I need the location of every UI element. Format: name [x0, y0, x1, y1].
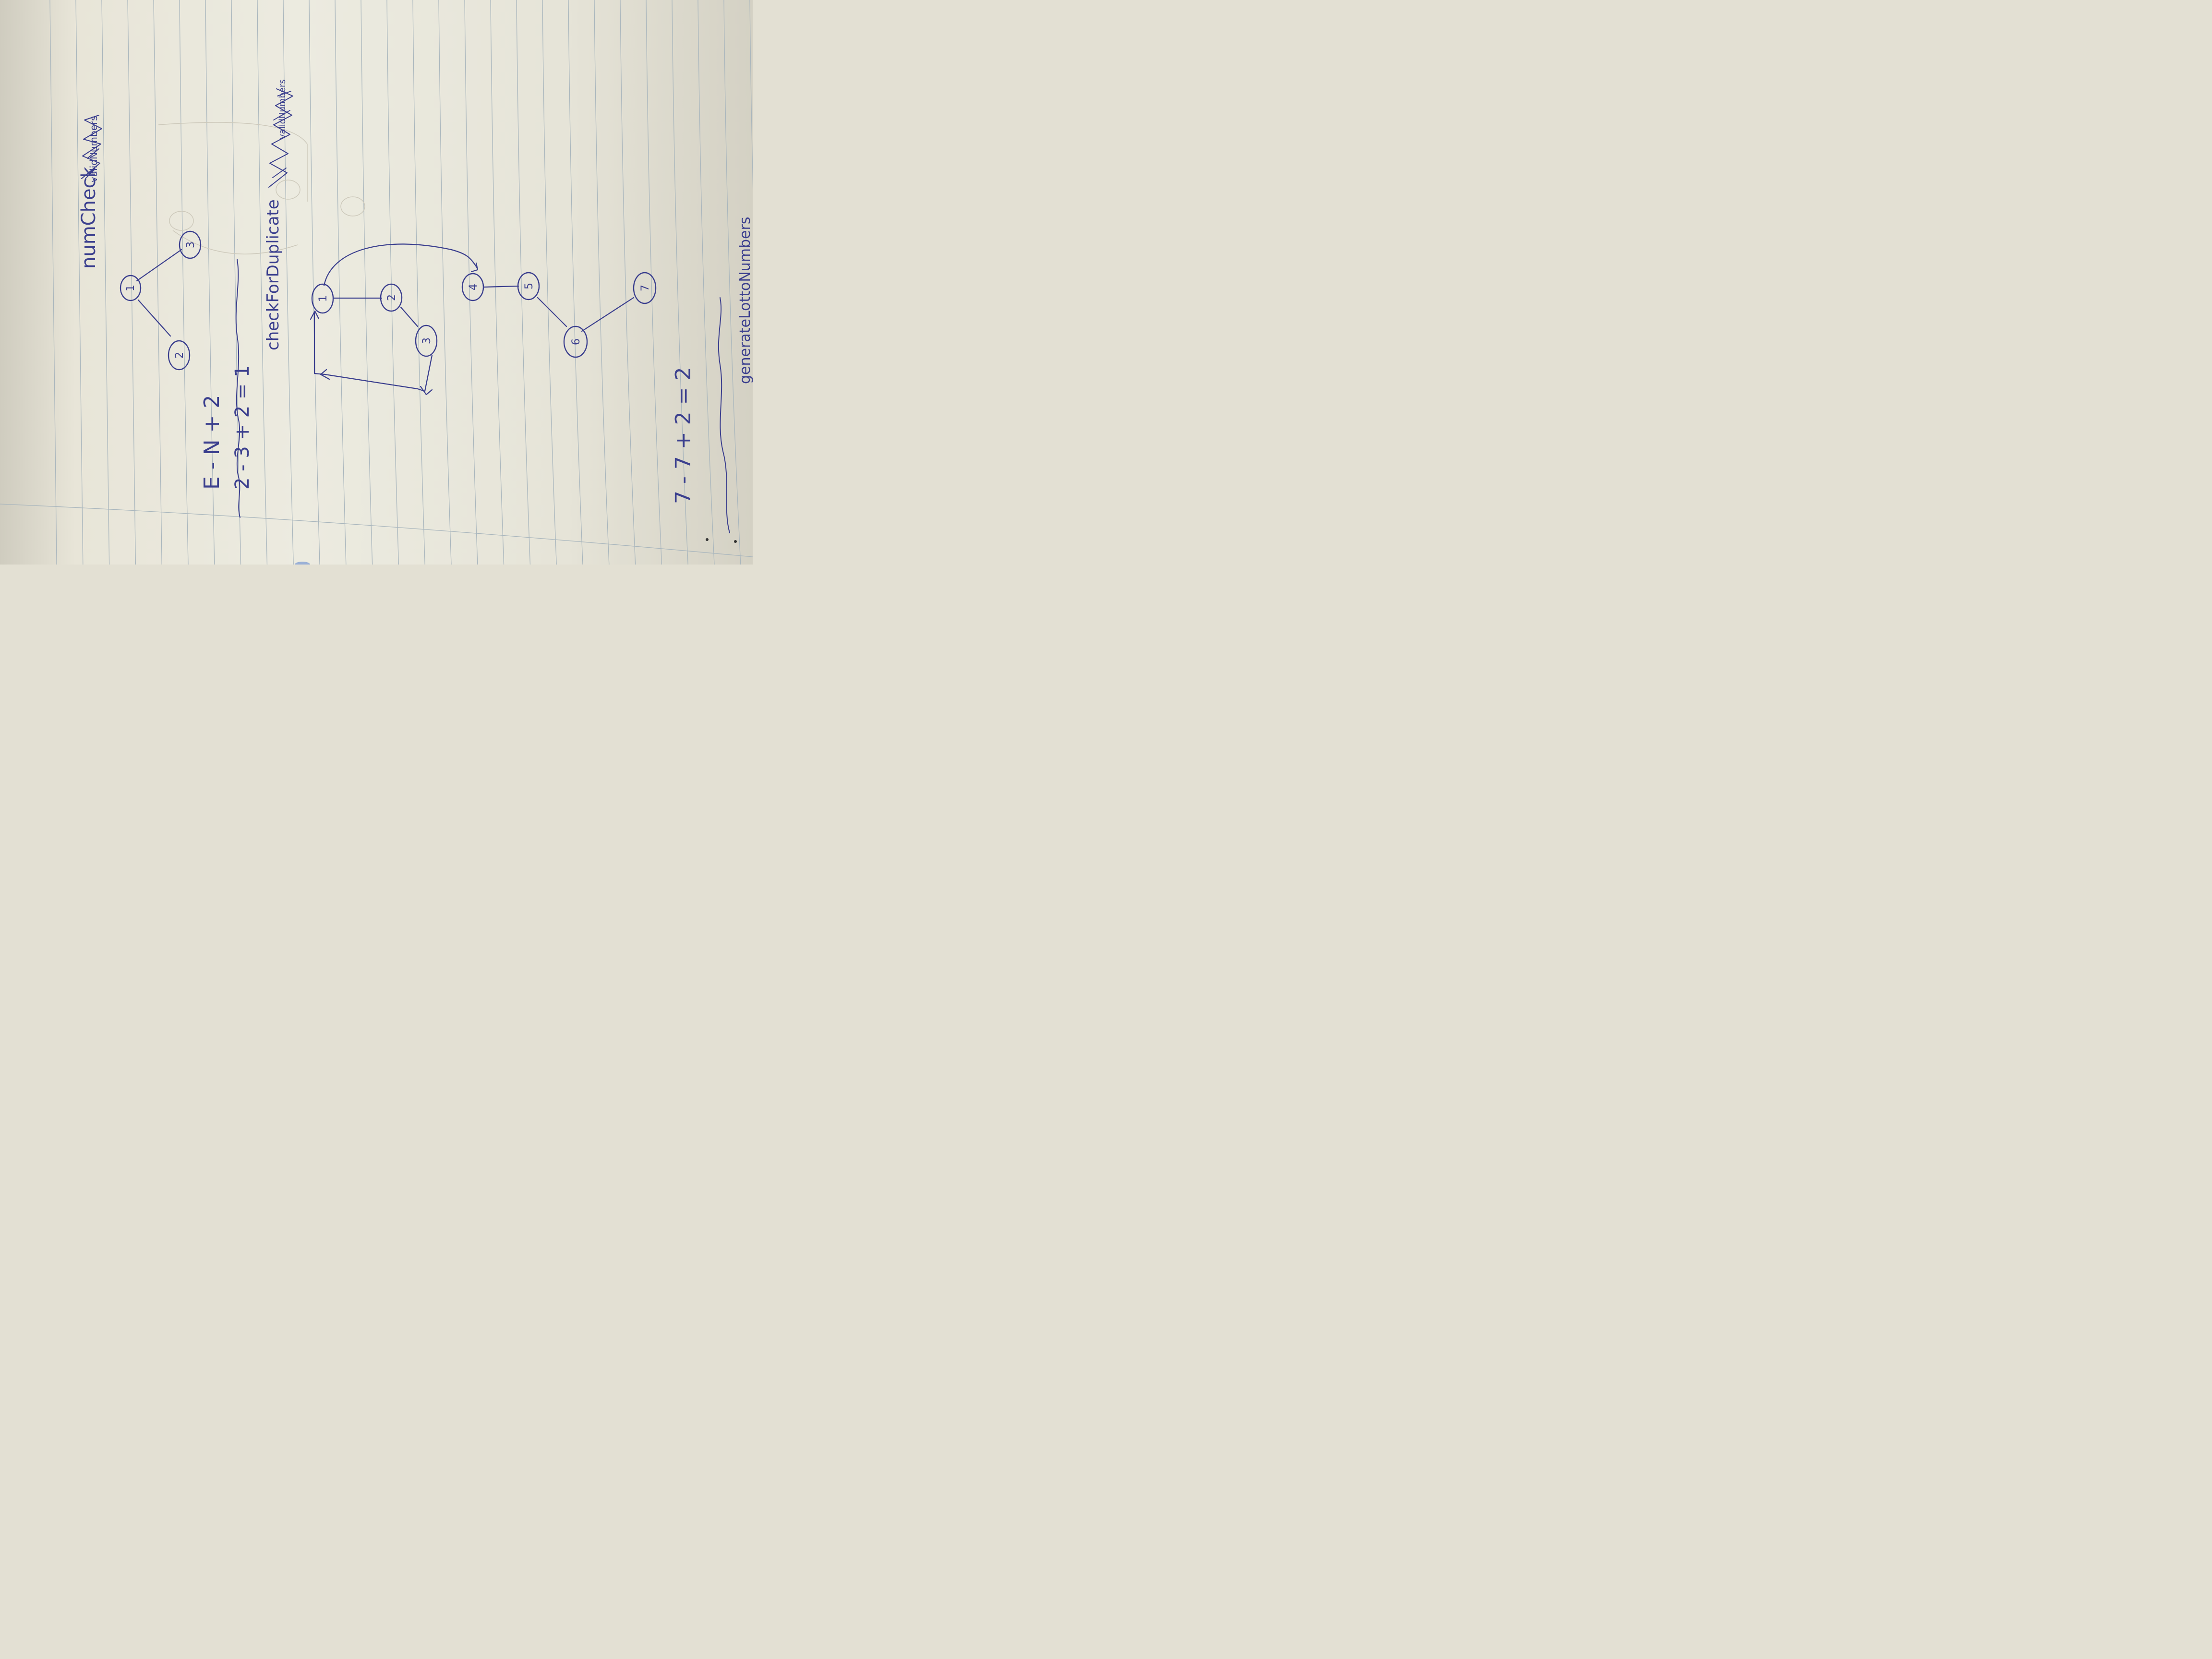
ruled-lines — [0, 0, 753, 565]
graph1-node-1: 1 — [120, 275, 142, 301]
graph2-node-1-circle — [311, 283, 334, 314]
section-generatelottonumbers: generateLottoNumbers — [737, 217, 753, 384]
ruled-line — [620, 0, 636, 565]
ruled-line — [697, 0, 715, 565]
graph2-node-5-label: 5 — [523, 283, 535, 289]
graph1-node-3-label: 3 — [185, 241, 197, 248]
page-corner-shadow — [295, 562, 310, 565]
graph2-node-5-circle — [517, 272, 540, 301]
margin-line — [0, 504, 753, 557]
graph2-node-7-circle — [633, 272, 657, 304]
graph1-node-2: 2 — [168, 340, 191, 371]
graph2-node-4: 4 — [461, 273, 484, 301]
ruled-line — [594, 0, 610, 565]
ruled-line — [490, 0, 505, 565]
ruled-line — [309, 0, 320, 565]
graph2-node-6: 6 — [563, 325, 588, 358]
divider-2 — [718, 297, 730, 533]
formula-1-calculation: 2 - 3 + 2 = 1 — [231, 365, 253, 490]
graph2-node-6-label: 6 — [570, 338, 582, 345]
ruled-line — [438, 0, 452, 565]
ruled-line — [283, 0, 294, 565]
ruled-line — [412, 0, 425, 565]
ruled-line — [542, 0, 557, 565]
graph2-node-7-label: 7 — [639, 285, 651, 291]
section-numcheck: numCheck validNumbers 1 2 3 E - N + 2 2 … — [78, 115, 253, 518]
graph2-node-4-circle — [461, 273, 484, 301]
numcheck-heading: numCheck — [78, 166, 100, 269]
graph2-node-4-label: 4 — [468, 284, 480, 290]
graph2-node-1: 1 — [311, 283, 334, 314]
checkforduplicate-heading: checkForDuplicate — [264, 199, 283, 350]
graph1-node-3: 3 — [179, 230, 202, 259]
ruled-line — [205, 0, 215, 565]
section-checkforduplicate: checkForDuplicate validNumbers — [264, 79, 730, 533]
notebook-svg: numCheck validNumbers 1 2 3 E - N + 2 2 … — [0, 0, 753, 565]
ruled-line — [257, 0, 268, 565]
ruled-line — [646, 0, 662, 565]
ruled-line — [101, 0, 110, 565]
graph1-node-1-circle — [120, 275, 142, 301]
generatelottonumbers-heading: generateLottoNumbers — [737, 217, 753, 384]
ruled-line — [75, 0, 84, 565]
page-dot — [706, 538, 709, 541]
graph2-node-3-circle — [415, 325, 438, 357]
graph1-node-2-circle — [168, 340, 191, 371]
graph2-node-7: 7 — [633, 272, 657, 304]
graph1-node-2-label: 2 — [174, 352, 186, 359]
graph2-node-2-circle — [380, 283, 403, 312]
ruled-line — [127, 0, 136, 565]
notebook-page: numCheck validNumbers 1 2 3 E - N + 2 2 … — [0, 0, 753, 565]
ruled-line — [153, 0, 162, 565]
page-dot — [734, 540, 737, 543]
ruled-line — [464, 0, 478, 565]
graph2-node-6-circle — [563, 325, 588, 358]
formula-2-calculation: 7 - 7 + 2 = 2 — [671, 367, 696, 504]
graph2-node-3-label: 3 — [421, 337, 433, 344]
graph2-node-5: 5 — [517, 272, 540, 301]
ruled-line — [335, 0, 347, 565]
numcheck-scribble: validNumbers — [81, 115, 102, 182]
graph2-node-1-label: 1 — [317, 295, 329, 302]
ruled-line — [386, 0, 399, 565]
divider-1 — [235, 259, 240, 518]
graph1-node-3-circle — [179, 230, 202, 259]
checkforduplicate-scribble: validNumbers — [268, 79, 293, 188]
ruled-line — [516, 0, 531, 565]
graph2-edges — [310, 243, 635, 396]
graph2-node-2-label: 2 — [386, 294, 398, 301]
ruled-line — [361, 0, 373, 565]
ruled-line — [49, 0, 57, 565]
ruled-line — [672, 0, 688, 565]
graph1-edges — [136, 249, 182, 337]
ruled-line — [749, 0, 753, 189]
graph1-node-1-label: 1 — [125, 285, 137, 291]
ruled-line — [723, 0, 741, 565]
ruled-line — [179, 0, 189, 565]
ghost-impression — [158, 122, 365, 254]
graph2-node-3: 3 — [415, 325, 438, 357]
ruled-line — [568, 0, 583, 565]
graph2-node-2: 2 — [380, 283, 403, 312]
formula-cyclomatic: E - N + 2 — [200, 395, 224, 490]
